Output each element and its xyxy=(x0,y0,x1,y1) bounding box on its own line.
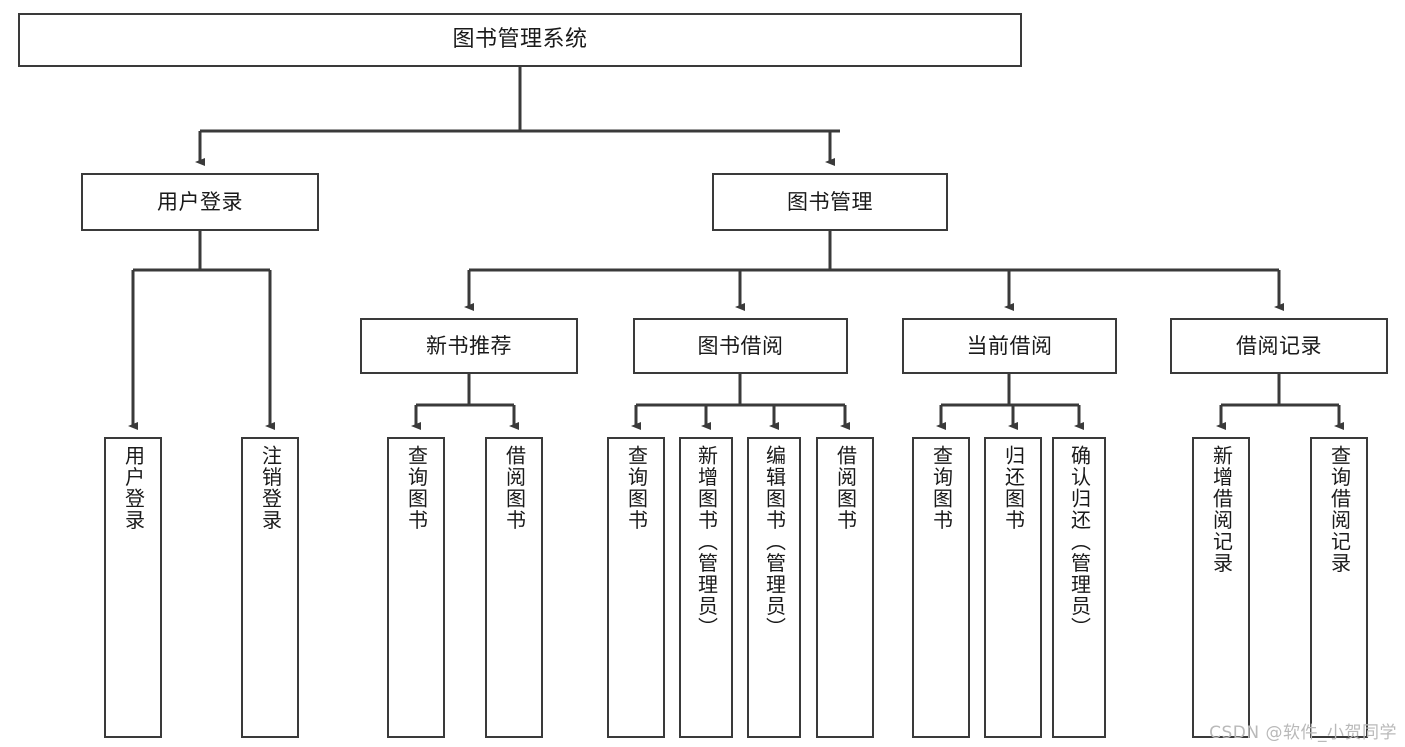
node-leaf-borrow-book-rec[interactable]: 借阅图书 xyxy=(485,437,543,738)
node-book-borrow-label: 图书借阅 xyxy=(697,333,784,358)
node-leaf-borrow-book-label: 借阅图书 xyxy=(833,445,858,531)
node-leaf-query-book-current-label: 查询图书 xyxy=(929,445,954,531)
node-leaf-query-book-borrow[interactable]: 查询图书 xyxy=(607,437,665,738)
node-borrow-record[interactable]: 借阅记录 xyxy=(1170,318,1388,374)
csdn-watermark: CSDN @软件_小贺同学 xyxy=(1209,723,1397,743)
node-leaf-confirm-return[interactable]: 确认归还（管理员） xyxy=(1052,437,1106,738)
node-leaf-query-book-borrow-label: 查询图书 xyxy=(624,445,649,531)
node-leaf-confirm-return-label: 确认归还（管理员） xyxy=(1067,445,1092,639)
node-user-login[interactable]: 用户登录 xyxy=(81,173,319,231)
node-root-label: 图书管理系统 xyxy=(452,27,588,53)
node-leaf-query-record[interactable]: 查询借阅记录 xyxy=(1310,437,1368,738)
node-leaf-query-book-rec-label: 查询图书 xyxy=(404,445,429,531)
node-book-manage[interactable]: 图书管理 xyxy=(712,173,948,231)
node-leaf-query-record-label: 查询借阅记录 xyxy=(1327,445,1352,574)
node-leaf-edit-book[interactable]: 编辑图书（管理员） xyxy=(747,437,801,738)
node-leaf-borrow-book[interactable]: 借阅图书 xyxy=(816,437,874,738)
node-new-book-recommend[interactable]: 新书推荐 xyxy=(360,318,578,374)
node-leaf-return-book[interactable]: 归还图书 xyxy=(984,437,1042,738)
node-leaf-query-book-current[interactable]: 查询图书 xyxy=(912,437,970,738)
node-leaf-query-book-rec[interactable]: 查询图书 xyxy=(387,437,445,738)
node-leaf-user-logout[interactable]: 注销登录 xyxy=(241,437,299,738)
node-new-book-recommend-label: 新书推荐 xyxy=(426,333,512,358)
node-leaf-user-login-label: 用户登录 xyxy=(121,445,146,531)
node-book-manage-label: 图书管理 xyxy=(787,189,873,214)
node-leaf-add-book-label: 新增图书（管理员） xyxy=(694,445,719,639)
node-user-login-label: 用户登录 xyxy=(157,189,243,214)
node-borrow-record-label: 借阅记录 xyxy=(1236,333,1322,358)
node-root[interactable]: 图书管理系统 xyxy=(18,13,1022,67)
node-book-borrow[interactable]: 图书借阅 xyxy=(633,318,848,374)
node-leaf-add-record[interactable]: 新增借阅记录 xyxy=(1192,437,1250,738)
node-leaf-edit-book-label: 编辑图书（管理员） xyxy=(762,445,787,639)
node-leaf-borrow-book-rec-label: 借阅图书 xyxy=(502,445,527,531)
node-current-borrow-label: 当前借阅 xyxy=(966,333,1053,358)
node-leaf-add-book[interactable]: 新增图书（管理员） xyxy=(679,437,733,738)
node-current-borrow[interactable]: 当前借阅 xyxy=(902,318,1117,374)
node-leaf-user-logout-label: 注销登录 xyxy=(258,445,283,531)
node-leaf-add-record-label: 新增借阅记录 xyxy=(1209,445,1234,574)
node-leaf-user-login[interactable]: 用户登录 xyxy=(104,437,162,738)
node-leaf-return-book-label: 归还图书 xyxy=(1001,445,1026,531)
